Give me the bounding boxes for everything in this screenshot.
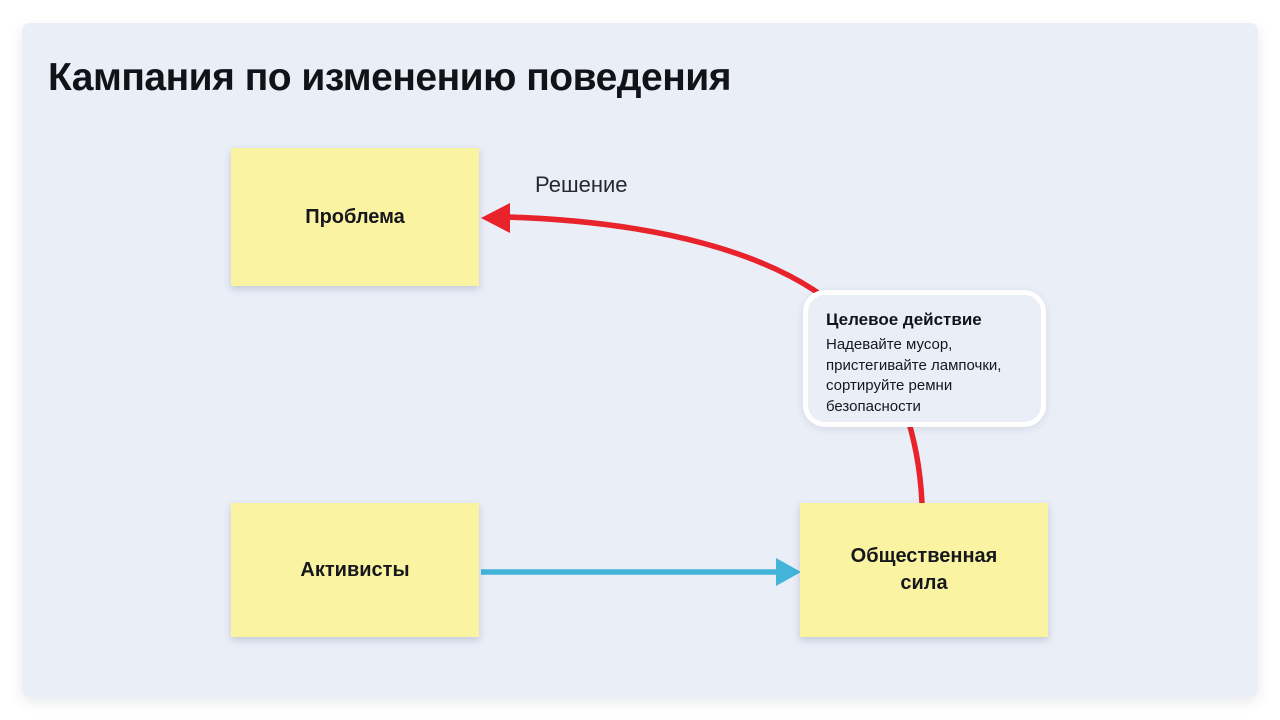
- sticky-note-obshchestvennaya-sila[interactable]: Общественная сила: [800, 503, 1048, 637]
- resheniye-connector-label[interactable]: Решение: [535, 172, 628, 197]
- callout-title: Целевое действие: [826, 310, 982, 329]
- callout-body: Надевайте мусор, пристегивайте лампочки,…: [826, 336, 1002, 416]
- sticky-note-problema[interactable]: Проблема: [231, 148, 479, 286]
- callout-tselevoe-deystvie[interactable]: Целевое действие Надевайте мусор, присте…: [803, 290, 1046, 427]
- sticky-note-obshchestvennaya-sila-label: Общественная сила: [850, 545, 998, 594]
- board-frame: [22, 23, 1258, 697]
- board-title[interactable]: Кампания по изменению поведения: [48, 56, 732, 99]
- sticky-note-aktivisty-label: Активисты: [300, 558, 410, 581]
- sticky-note-aktivisty[interactable]: Активисты: [231, 503, 479, 637]
- sticky-note-problema-label: Проблема: [305, 205, 405, 228]
